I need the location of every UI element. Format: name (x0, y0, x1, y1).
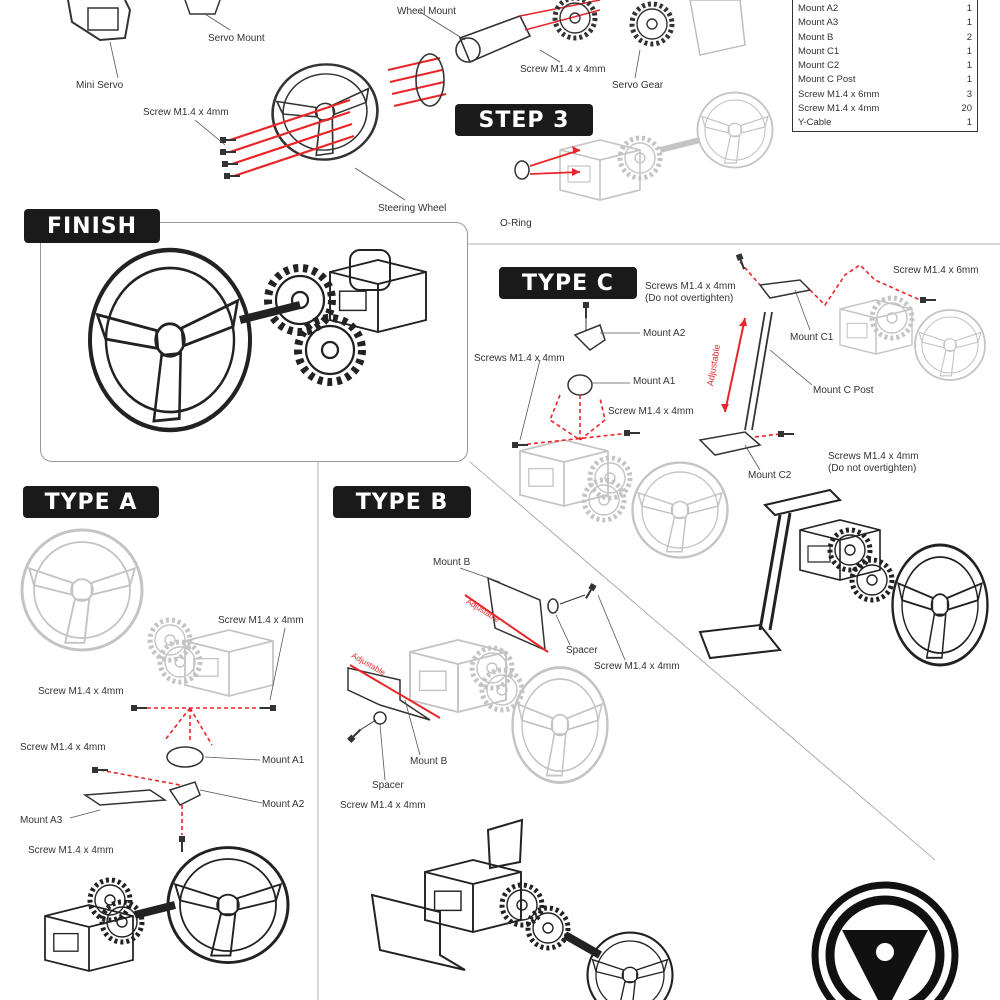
label-screw: Screw M1.4 x 4mm (218, 615, 304, 626)
step3-illustration (514, 91, 774, 201)
label-mount-c-post: Mount C Post (813, 385, 874, 396)
label-mini-servo: Mini Servo (76, 80, 124, 91)
label-mount-a2: Mount A2 (643, 328, 686, 339)
label-screw-6mm: Screw M1.4 x 6mm (893, 265, 979, 276)
label-screw: Screw M1.4 x 4mm (143, 107, 229, 118)
step2-illustration (67, 0, 746, 201)
label-screw: Screw M1.4 x 4mm (20, 742, 106, 753)
label-do-not-overtighten: (Do not overtighten) (828, 463, 917, 474)
label-servo-mount: Servo Mount (208, 33, 265, 44)
label-o-ring: O-Ring (500, 218, 532, 229)
label-screw: Screw M1.4 x 4mm (594, 661, 680, 672)
label-screw: Screw M1.4 x 4mm (38, 686, 124, 697)
label-mount-b: Mount B (410, 756, 448, 767)
label-mount-c2: Mount C2 (748, 470, 792, 481)
type-c-badge: TYPE C (499, 267, 637, 299)
type-c-illustration (511, 252, 990, 667)
label-screws-top: Screws M1.4 x 4mm (645, 281, 736, 292)
separator-line (469, 461, 936, 861)
label-screws-bottom: Screws M1.4 x 4mm (828, 451, 919, 462)
label-screw: Screw M1.4 x 4mm (520, 64, 606, 75)
type-b-badge: TYPE B (333, 486, 471, 518)
brand-logo-icon (811, 881, 959, 1000)
label-mount-a2: Mount A2 (262, 799, 305, 810)
label-mount-a1: Mount A1 (633, 376, 676, 387)
type-a-badge: TYPE A (23, 486, 159, 518)
label-mount-a1: Mount A1 (262, 755, 305, 766)
finish-badge: FINISH (24, 209, 160, 243)
label-spacer: Spacer (372, 780, 404, 791)
label-screw: Screw M1.4 x 4mm (340, 800, 426, 811)
label-screw: Screw M1.4 x 4mm (608, 406, 694, 417)
type-b-illustration (346, 567, 674, 1000)
label-mount-b: Mount B (433, 557, 471, 568)
label-spacer: Spacer (566, 645, 598, 656)
type-a-illustration (20, 528, 290, 972)
step3-badge: STEP 3 (455, 104, 593, 136)
label-servo-gear: Servo Gear (612, 80, 664, 91)
label-screw: Screw M1.4 x 4mm (28, 845, 114, 856)
label-do-not-overtighten: (Do not overtighten) (645, 293, 734, 304)
label-steering-wheel: Steering Wheel (378, 203, 447, 214)
label-mount-c1: Mount C1 (790, 332, 834, 343)
finish-panel (40, 222, 468, 462)
label-wheel-mount: Wheel Mount (397, 6, 456, 17)
label-screws: Screws M1.4 x 4mm (474, 353, 565, 364)
finish-illustration (83, 242, 427, 437)
label-mount-a3: Mount A3 (20, 815, 63, 826)
